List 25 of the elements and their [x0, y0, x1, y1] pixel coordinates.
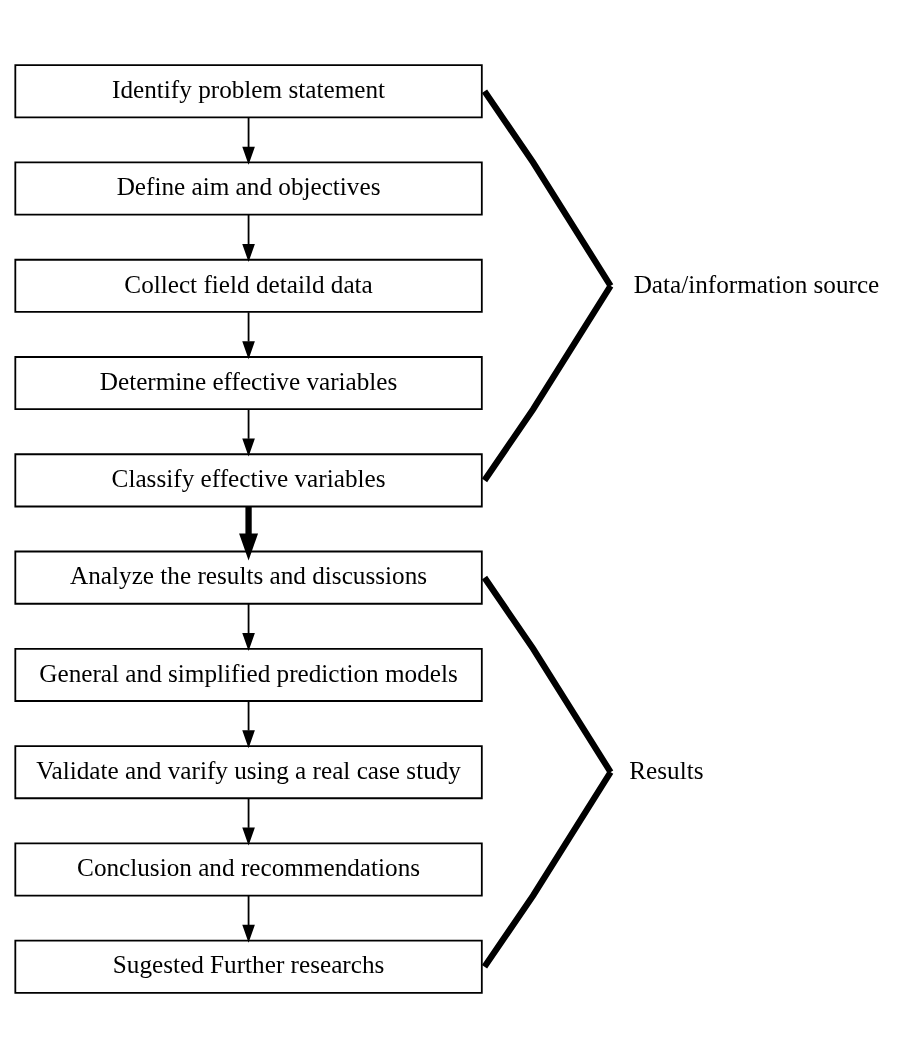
connector — [481, 769, 614, 968]
node-text: Data/information source — [633, 270, 880, 298]
arrow — [242, 894, 255, 943]
connector — [481, 89, 614, 288]
arrow — [239, 506, 259, 561]
node-box: Collect field detaild data — [14, 258, 483, 313]
node-box: Conclusion and recommendations — [14, 841, 483, 896]
node-box: Identify problem statement — [14, 63, 483, 118]
arrow — [242, 797, 255, 846]
node-box: Validate and varify using a real case study — [14, 744, 483, 799]
arrow — [242, 408, 255, 457]
arrow — [242, 602, 255, 651]
arrow — [242, 310, 255, 359]
node-box: Sugested Further researchs — [14, 939, 483, 994]
connector — [481, 575, 614, 774]
node-box: Determine effective variables — [14, 355, 483, 410]
connector — [481, 283, 614, 482]
arrow — [242, 213, 255, 262]
node-box: Define aim and objectives — [14, 161, 483, 216]
node-box: Classify effective variables — [14, 452, 483, 507]
node-box: Analyze the results and discussions — [14, 550, 483, 605]
arrow — [242, 116, 255, 165]
node-text: Results — [629, 756, 704, 784]
arrow — [242, 699, 255, 748]
node-box: General and simplified prediction models — [14, 647, 483, 702]
